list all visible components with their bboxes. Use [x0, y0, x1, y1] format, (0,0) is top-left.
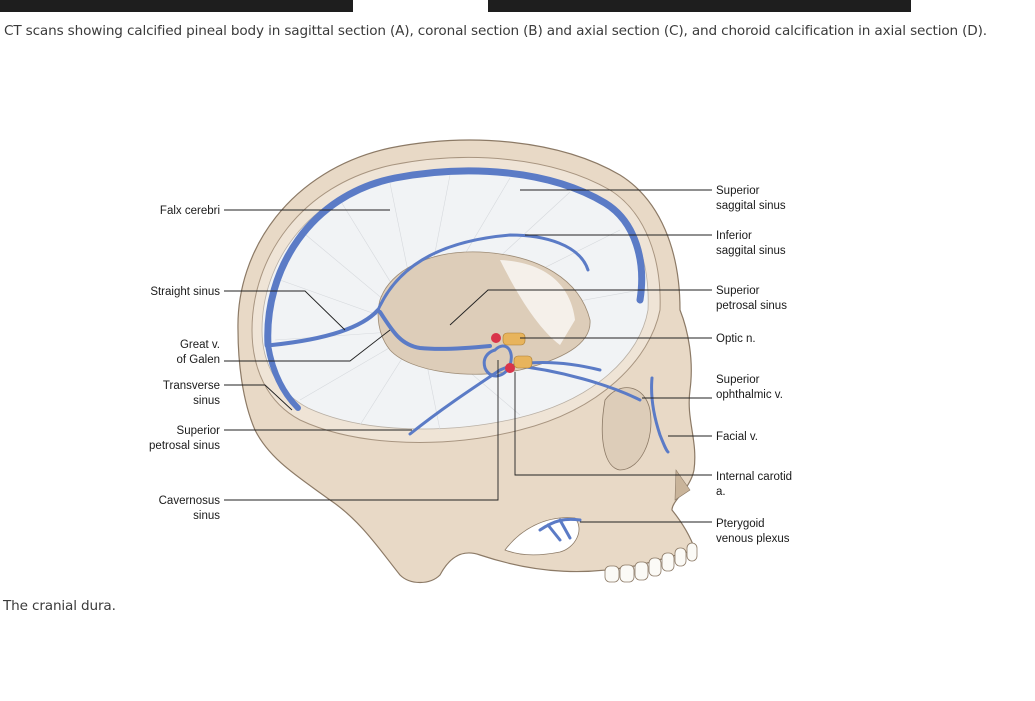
optic-nerve-lower: [513, 355, 533, 369]
label-cavernosus-line1: Cavernosus: [159, 495, 221, 507]
figure-caption-ct: CT scans showing calcified pineal body i…: [4, 23, 987, 39]
ct-scan-image-right: [488, 0, 911, 12]
nasal-bone: [674, 469, 691, 501]
great-vein-galen: [378, 310, 492, 351]
label-transverse-line1: Transverse: [163, 380, 220, 392]
label-cavernosus-line2: sinus: [193, 510, 220, 522]
label-sup-petrosal-right-line1: Superior: [716, 285, 760, 297]
label-sup-petrosal-left-line2: petrosal sinus: [149, 440, 220, 452]
venous-sinuses: [264, 167, 670, 542]
leader-lines: [224, 189, 712, 523]
teeth: [604, 542, 698, 583]
optic-nerve: [502, 332, 526, 346]
label-sup-petrosal-right-line2: petrosal sinus: [716, 300, 787, 312]
label-inf-sagittal-line1: Inferior: [716, 230, 752, 242]
mandible-opening: [504, 517, 580, 556]
orbit: [601, 387, 652, 471]
label-facial-vein: Facial v.: [716, 431, 758, 443]
ct-scan-image-left: [0, 0, 353, 12]
label-inf-sagittal-line2: saggital sinus: [716, 245, 786, 257]
label-pterygoid-line2: venous plexus: [716, 533, 790, 545]
superior-sagittal-sinus: [264, 167, 646, 349]
figure-caption-dura: The cranial dura.: [3, 598, 116, 614]
internal-carotid-artery-lower: [505, 363, 515, 373]
internal-carotid-artery: [491, 333, 501, 343]
label-sup-petrosal-left-line1: Superior: [177, 425, 221, 437]
pterygoid-plexus: [538, 517, 582, 542]
straight-sinus: [270, 308, 380, 347]
label-falx-cerebri: Falx cerebri: [160, 205, 220, 217]
label-great-vein-line2: of Galen: [177, 354, 220, 366]
label-sup-ophthalmic-line1: Superior: [716, 374, 760, 386]
facial-vein: [650, 376, 670, 454]
label-int-carotid-line1: Internal carotid: [716, 471, 792, 483]
brainstem-region: [500, 260, 575, 345]
cavernous-sinus: [482, 344, 513, 378]
label-int-carotid-line2: a.: [716, 486, 726, 498]
label-sup-ophthalmic-line2: ophthalmic v.: [716, 389, 783, 401]
label-sup-sagittal-line1: Superior: [716, 185, 760, 197]
label-sup-sagittal-line2: saggital sinus: [716, 200, 786, 212]
label-pterygoid-line1: Pterygoid: [716, 518, 765, 530]
label-great-vein-line1: Great v.: [180, 339, 220, 351]
label-transverse-line2: sinus: [193, 395, 220, 407]
label-optic-nerve: Optic n.: [716, 333, 756, 345]
transverse-sinus: [265, 342, 301, 411]
inferior-sagittal-sinus: [376, 233, 590, 312]
label-straight-sinus: Straight sinus: [150, 286, 220, 298]
superior-petrosal-sinus: [408, 361, 602, 436]
